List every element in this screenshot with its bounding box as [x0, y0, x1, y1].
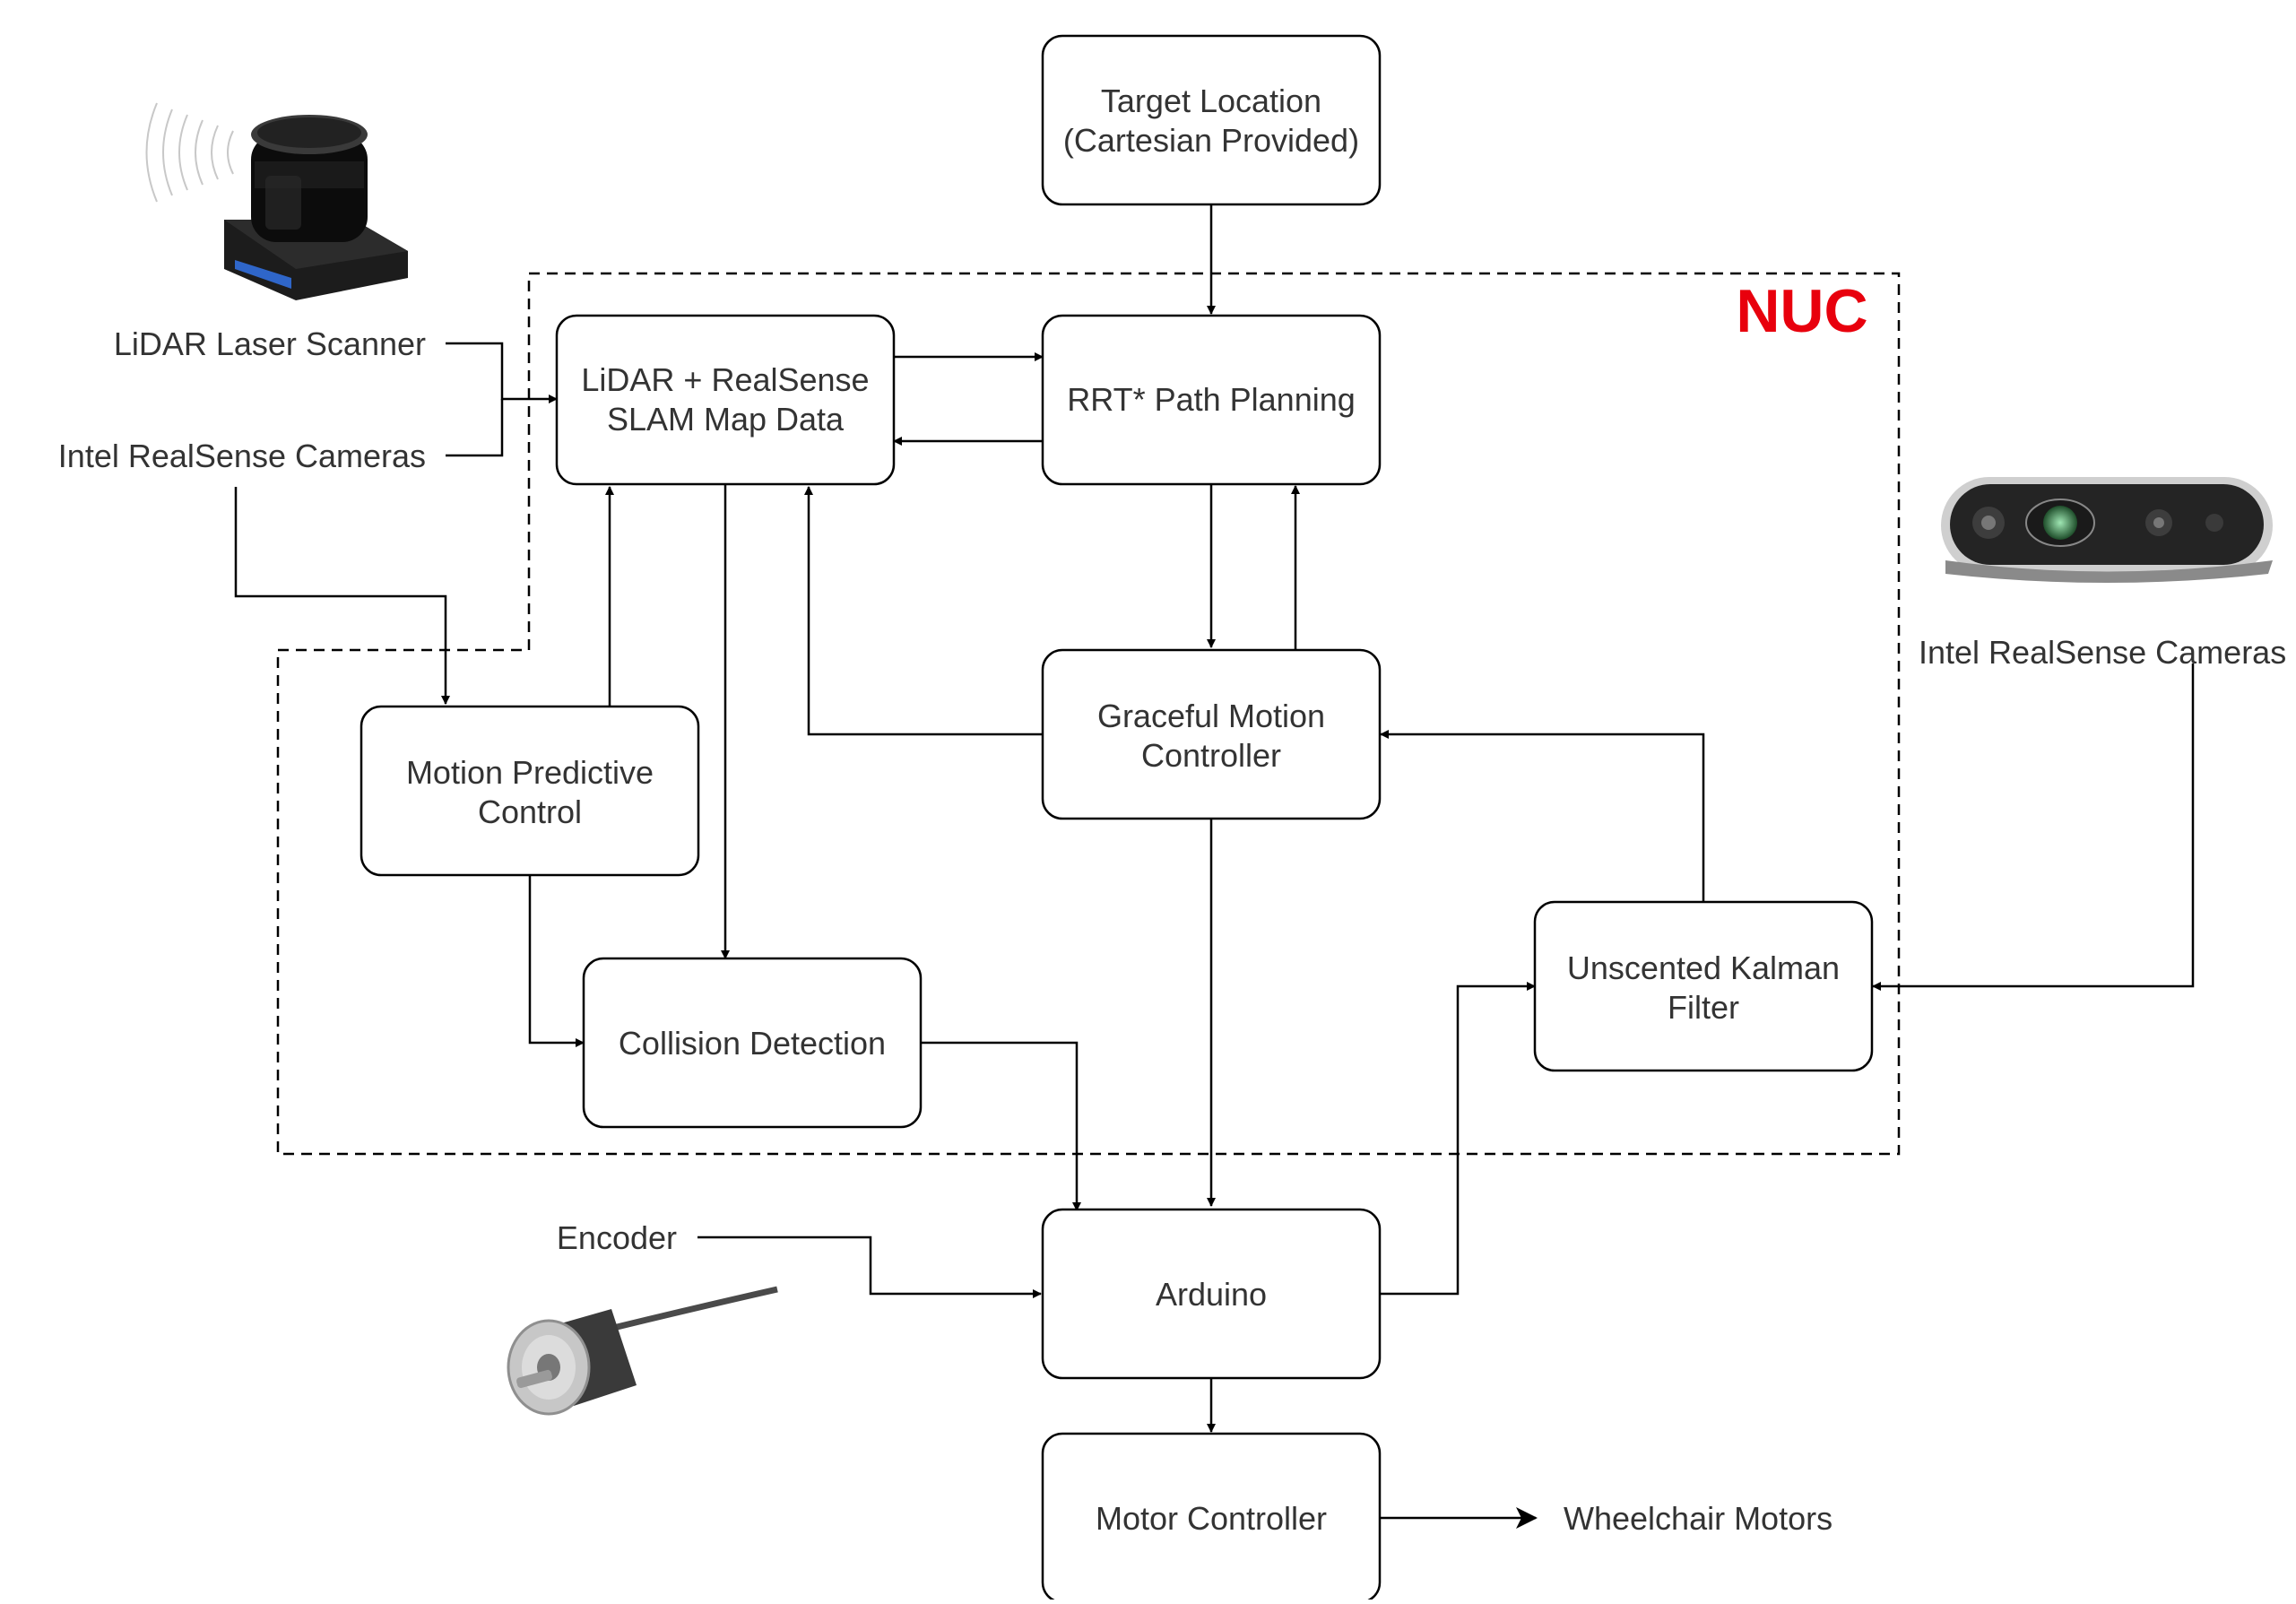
label-encoder: Encoder: [557, 1219, 677, 1256]
connectors: [234, 204, 2195, 1529]
edge-graceful-to-slam: [804, 486, 1043, 736]
edge-collision-to-arduino: [920, 1041, 1081, 1211]
node-arduino-text: Arduino: [1156, 1276, 1267, 1313]
label-wheelchair-motors: Wheelchair Motors: [1564, 1500, 1832, 1537]
edge-ukf-to-graceful: [1380, 730, 1705, 901]
node-collision: [582, 957, 923, 1129]
label-lidar-scanner: LiDAR Laser Scanner: [114, 325, 426, 362]
edge-lidar-to-slam: [446, 342, 558, 403]
edge-encoder-to-arduino: [697, 1236, 1042, 1298]
nuc-label: NUC: [1736, 277, 1867, 345]
node-rrt: [1041, 314, 1382, 486]
node-rrt-text: RRT* Path Planning: [1067, 381, 1356, 418]
edge-arduino-to-ukf: [1379, 982, 1536, 1296]
lidar-scanner-icon: [145, 102, 408, 300]
edge-realsense-to-mpc: [234, 487, 450, 705]
label-realsense-right: Intel RealSense Cameras: [1919, 634, 2286, 671]
edge-mpc-to-collision: [528, 874, 585, 1047]
node-motor-text: Motor Controller: [1096, 1500, 1327, 1537]
encoder-icon: [507, 1286, 778, 1416]
edge-realsense-right-to-ukf: [1872, 663, 2195, 991]
node-mpc: [360, 705, 700, 877]
node-graceful: [1041, 648, 1382, 820]
node-slam: [555, 314, 896, 486]
boxes: [360, 34, 1874, 1604]
label-realsense-left: Intel RealSense Cameras: [58, 438, 426, 474]
node-target: [1041, 34, 1382, 206]
nuc-boundary: [276, 272, 1901, 1156]
node-target-text: Target Location(Cartesian Provided): [1063, 82, 1359, 159]
edge-realsense-to-slam: [446, 399, 504, 457]
realsense-camera-icon: [1941, 477, 2273, 583]
node-collision-text: Collision Detection: [619, 1025, 886, 1062]
node-arduino: [1041, 1208, 1382, 1380]
node-ukf: [1533, 900, 1874, 1072]
